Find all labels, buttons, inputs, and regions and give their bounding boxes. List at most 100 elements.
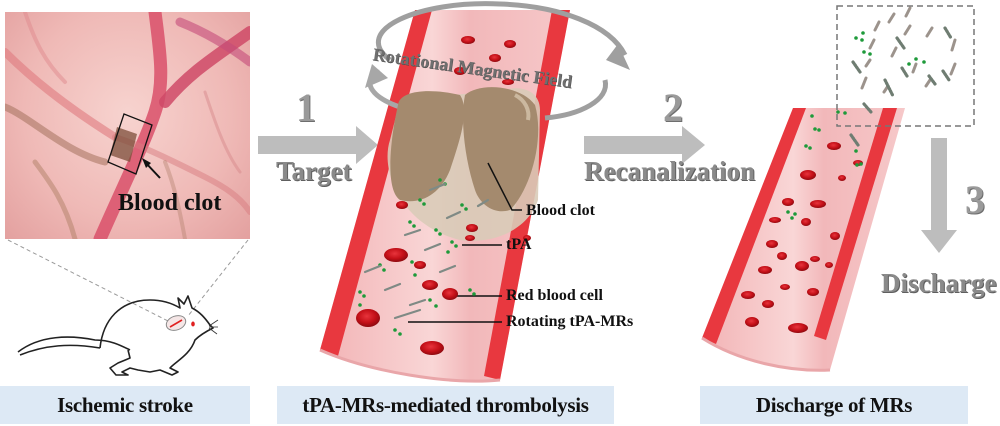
tpa-molecule-icon <box>868 52 872 56</box>
tpa-molecule-icon <box>393 328 397 332</box>
red-blood-cell-icon <box>830 232 840 240</box>
tpa-molecule-icon <box>843 111 847 115</box>
tpa-molecule-icon <box>813 127 817 131</box>
tpa-molecule-icon <box>804 144 808 148</box>
magnetic-rod-icon <box>911 62 918 74</box>
tpa-molecule-icon <box>472 292 476 296</box>
tpa-molecule-icon <box>358 290 362 294</box>
red-blood-cell-icon <box>800 170 816 180</box>
magnetic-rod-icon <box>904 6 912 18</box>
red-blood-cell-icon <box>810 200 826 208</box>
clot-box <box>107 113 161 179</box>
arrow-icon <box>142 158 151 168</box>
rotating-mr-icon <box>428 182 447 192</box>
rotating-mr-icon <box>363 264 382 274</box>
tpa-coated-mr-icon <box>941 69 951 82</box>
tpa-molecule-icon <box>438 178 442 182</box>
tpa-molecule-icon <box>450 240 454 244</box>
red-blood-cell-icon <box>741 291 755 299</box>
red-blood-cell-icon <box>442 288 458 300</box>
mouse-illustration <box>7 239 249 376</box>
step-1-number: 1 <box>296 85 316 130</box>
tpa-coated-mr-icon <box>895 36 906 50</box>
magnetic-rod-icon <box>903 24 912 36</box>
tpa-molecule-icon <box>398 332 402 336</box>
tpa-coated-mr-icon <box>849 133 860 147</box>
magnetic-rod-icon <box>949 62 957 76</box>
red-blood-cell-icon <box>807 288 819 296</box>
step-3-label: Discharge <box>881 268 997 298</box>
tpa-molecule-icon <box>413 273 417 277</box>
rotating-mr-icon <box>408 298 427 307</box>
tpa-molecule-icon <box>410 260 414 264</box>
tpa-molecule-icon <box>862 50 866 54</box>
tpa-molecule-icon <box>422 202 426 206</box>
callout-tpa: tPA <box>506 236 532 253</box>
tpa-coated-mr-icon <box>927 74 937 86</box>
red-blood-cell-icon <box>780 284 790 290</box>
mouse-eye-icon <box>191 321 195 327</box>
tpa-molecule-icon <box>786 210 790 214</box>
magnetic-rod-icon <box>890 46 898 58</box>
tpa-molecule-icon <box>859 162 863 166</box>
rotating-mr-icon <box>383 282 402 292</box>
red-blood-cell-icon <box>454 67 466 75</box>
red-blood-cell-icon <box>810 256 820 262</box>
tpa-molecule-icon <box>922 60 926 64</box>
magnetic-rod-icon <box>864 58 872 68</box>
magnetic-rod-icon <box>950 38 957 52</box>
red-blood-cell-icon <box>762 300 774 308</box>
callout-rotating-tpa-mrs: Rotating tPA-MRs <box>506 313 634 330</box>
tpa-molecule-icon <box>793 212 797 216</box>
red-blood-cell-icon <box>758 266 772 274</box>
callout-red-blood-cell: Red blood cell <box>506 287 603 304</box>
tpa-molecule-icon <box>446 250 450 254</box>
red-blood-cell-icon <box>795 261 809 271</box>
magnetic-rod-icon <box>924 78 932 88</box>
tpa-molecule-icon <box>914 57 918 61</box>
tpa-molecule-icon <box>418 198 422 202</box>
tpa-molecule-icon <box>408 220 412 224</box>
red-blood-cell-icon <box>422 280 438 290</box>
red-blood-cell-icon <box>782 198 794 206</box>
callout-blood-clot: Blood clot <box>526 202 595 219</box>
tpa-molecule-icon <box>428 298 432 302</box>
red-blood-cell-icon <box>420 341 444 355</box>
retina-photo: Blood clot <box>5 12 250 239</box>
rotating-mr-icon <box>403 228 422 237</box>
red-blood-cell-icon <box>523 235 531 241</box>
caption-ischemic-stroke: Ischemic stroke <box>0 386 250 424</box>
rotating-mr-icon <box>438 264 457 274</box>
magnetic-rod-icon <box>860 76 868 90</box>
red-blood-cell-icon <box>414 261 426 269</box>
tpa-molecule-icon <box>836 110 840 114</box>
tpa-molecule-icon <box>362 294 366 298</box>
tpa-coated-mr-icon <box>943 26 953 40</box>
red-blood-cell-icon <box>461 36 475 44</box>
mrs-inset-box <box>836 5 975 127</box>
red-blood-cell-icon <box>489 54 501 62</box>
tpa-molecule-icon <box>790 216 794 220</box>
red-blood-cell-icon <box>825 262 833 268</box>
tpa-molecule-icon <box>907 62 911 66</box>
step1-arrow-icon <box>258 126 378 164</box>
tpa-molecule-icon <box>434 304 438 308</box>
red-blood-cell-icon <box>788 323 808 333</box>
step-2-number: 2 <box>663 85 683 130</box>
caption-thrombolysis: tPA-MRs-mediated thrombolysis <box>277 386 614 424</box>
rotating-mr-icon <box>423 242 442 252</box>
red-blood-cell-icon <box>384 248 408 262</box>
tpa-molecule-icon <box>412 224 416 228</box>
caption-discharge-of-mrs: Discharge of MRs <box>700 386 968 424</box>
red-blood-cell-icon <box>504 40 516 48</box>
red-blood-cell-icon <box>827 142 841 150</box>
tpa-molecule-icon <box>460 203 464 207</box>
rotating-mr-icon <box>445 210 462 220</box>
rotating-mr-icon <box>393 308 422 320</box>
red-blood-cell-icon <box>465 235 475 241</box>
tpa-molecule-icon <box>817 128 821 132</box>
tpa-molecule-icon <box>434 228 438 232</box>
